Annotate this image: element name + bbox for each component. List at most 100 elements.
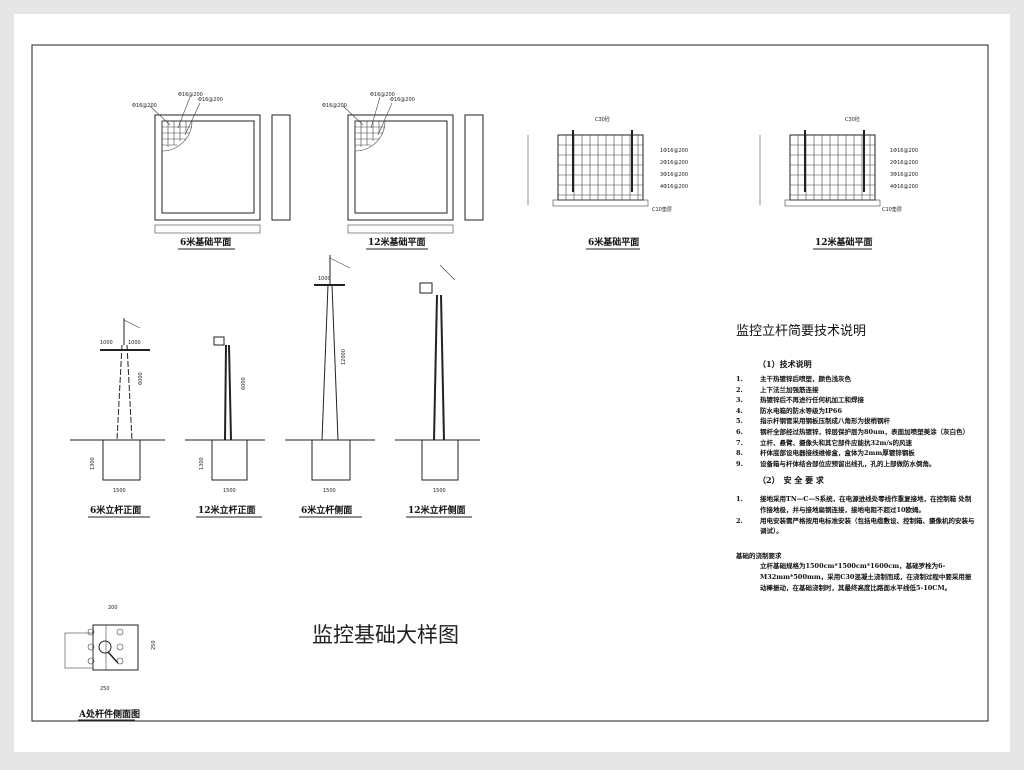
drawing-line xyxy=(107,651,119,664)
drawing-label: A处杆件侧面图 xyxy=(78,708,140,720)
note-text: 5. xyxy=(736,417,743,426)
drawing-sheet: Φ16@200 Φ16@200 Φ16@200 6米基础平面 Φ16@200 Φ… xyxy=(14,14,1010,752)
drawing-label: 3Φ16@200 xyxy=(660,172,688,178)
drawing-line xyxy=(433,294,445,441)
note-item: 1.接地采用TN—C—S系统，在电源进线处零线作重复接地，在控制箱 处制作接地极… xyxy=(736,494,976,515)
note-text: 4. xyxy=(736,406,743,415)
drawing-label: 3Φ16@200 xyxy=(890,172,918,178)
drawing-label: 1Φ16@200 xyxy=(660,148,688,154)
drawing-line xyxy=(154,224,261,234)
drawing-line xyxy=(98,640,112,654)
note-text: 7. xyxy=(736,438,743,447)
note-item: 6. 钢杆全部经过热镀锌，锌层保护层为80um，表面加喷塑美涂（灰白色） xyxy=(736,427,976,438)
drawing-label: 12米基础平面 xyxy=(815,236,873,248)
note-item: 7. 立杆、悬臂、摄像头和其它部件应能抗32m/s的风速 xyxy=(736,438,976,449)
drawing-line xyxy=(271,114,291,221)
note-item: 8.杆体底部设电器接线维修盒，盒体为2mm厚镀锌钢板 xyxy=(736,448,976,459)
drawing-label: Φ16@200 xyxy=(132,103,157,109)
drawing-label: 6000 xyxy=(241,377,247,390)
note-text: 3. xyxy=(736,396,743,405)
drawing-label: 12米立杆侧面 xyxy=(408,504,466,516)
drawing-label: 1000 xyxy=(100,340,113,346)
drawing-label: 1Φ16@200 xyxy=(890,148,918,154)
pole-12m-front: 6000 1300 1500 12米立杆正面 xyxy=(185,336,265,518)
drawing-line xyxy=(552,199,649,207)
section-6m: C30砼 1Φ16@200 2Φ16@200 3Φ16@200 4Φ16@200… xyxy=(527,116,688,250)
note-text: 8. xyxy=(736,449,743,458)
note-text: 主干热镀锌后喷塑，颜色浅灰色 xyxy=(760,375,851,383)
note-text: 热镀锌后不再进行任何机加工和焊接 xyxy=(760,396,864,405)
drawing-label: C30砼 xyxy=(845,116,860,123)
drawing-line xyxy=(162,121,192,147)
drawing-line xyxy=(558,135,643,200)
drawing-line xyxy=(321,284,339,441)
pole-12m-side: 1500 12米立杆侧面 xyxy=(395,264,480,518)
drawing-label: 6米基础平面 xyxy=(588,236,639,248)
note-text: 用电安装需严格按用电标准安装（包括电缆敷设、控制箱、摄像机的安装与调试）。 xyxy=(760,516,975,536)
drawing-label: 1000 xyxy=(128,340,141,346)
drawing-line xyxy=(87,628,95,636)
drawing-label: Φ16@200 xyxy=(198,97,223,103)
drawing-line xyxy=(347,224,454,234)
note-text: 钢杆全部经过热镀锌，锌层保护层为80um，表面加喷塑美涂（灰白色） xyxy=(760,427,970,436)
drawing-line xyxy=(87,643,95,651)
note-text: 1. xyxy=(736,375,743,383)
drawing-line xyxy=(464,114,484,221)
note-text: 指示杆钢管采用钢板压制成八角形为拔梢钢杆 xyxy=(760,417,890,426)
drawing-line xyxy=(439,264,456,281)
drawing-line xyxy=(342,105,364,126)
drawing-label: 6000 xyxy=(138,372,144,385)
note-text: 接地采用TN—C—S系统，在电源进线处零线作重复接地，在控制箱 处制作接地极，并… xyxy=(760,495,972,514)
note-paragraph: 立杆基础规格为1500cm*1500cm*1600cm，基础罗栓为6-M32mm… xyxy=(760,562,972,592)
note-text: 上下法兰加强筋连接 xyxy=(760,385,819,394)
drawing-line xyxy=(224,344,232,441)
drawing-line xyxy=(347,114,454,221)
cad-drawing: Φ16@200 Φ16@200 Φ16@200 6米基础平面 Φ16@200 Φ… xyxy=(31,44,989,722)
note-text: 设备箱与杆体结合部位应预留出线孔，孔的上部做防水倒角。 xyxy=(760,459,936,468)
drawing-line xyxy=(213,336,225,346)
section-heading: 基础的浇制要求 xyxy=(736,551,782,560)
drawing-label: 12000 xyxy=(341,349,347,365)
drawing-label: Φ16@200 xyxy=(370,92,395,98)
drawing-line xyxy=(177,96,191,129)
drawing-label: Φ16@200 xyxy=(390,97,415,103)
main-title: 监控基础大样图 xyxy=(312,623,459,647)
drawing-label: 1300 xyxy=(199,457,205,470)
drawing-label: 250 xyxy=(151,640,157,650)
drawing-label: C10垫层 xyxy=(882,206,902,213)
drawing-line xyxy=(370,96,381,129)
drawing-line xyxy=(784,199,881,207)
drawing-line xyxy=(184,102,201,136)
drawing-line xyxy=(92,624,139,671)
drawing-line xyxy=(116,344,133,441)
note-item: 4. 防水电箱的防水等级为IP66 xyxy=(736,406,976,417)
drawing-line xyxy=(87,657,95,665)
drawing-label: 2Φ16@200 xyxy=(660,160,688,166)
drawing-line xyxy=(419,282,433,294)
note-text: 防水电箱的防水等级为IP66 xyxy=(760,406,842,415)
note-text: 9. xyxy=(736,459,743,468)
drawing-line xyxy=(421,439,459,481)
drawing-label: C30砼 xyxy=(595,116,610,123)
plan-12m: Φ16@200 Φ16@200 Φ16@200 12米基础平面 xyxy=(322,92,484,250)
note-text: 立杆、悬臂、摄像头和其它部件应能抗32m/s的风速 xyxy=(760,438,912,447)
note-item: 1. 主干热镀锌后喷塑，颜色浅灰色 xyxy=(736,374,976,385)
drawing-label: 1000 xyxy=(318,276,331,282)
drawing-line xyxy=(154,114,261,221)
drawing-line xyxy=(123,319,141,329)
note-text: 6. xyxy=(736,427,743,436)
drawing-label: 1500 xyxy=(113,488,126,494)
drawing-line xyxy=(790,135,875,200)
section-12m: C30砼 1Φ16@200 2Φ16@200 3Φ16@200 4Φ16@200… xyxy=(759,116,918,250)
drawing-label: 1500 xyxy=(323,488,336,494)
drawing-line xyxy=(161,120,255,214)
drawing-line xyxy=(149,105,171,126)
drawing-label: Φ16@200 xyxy=(178,92,203,98)
drawing-line xyxy=(116,628,124,636)
drawing-label: 6米立杆正面 xyxy=(90,504,141,516)
drawing-line xyxy=(211,439,248,481)
drawing-label: 12米立杆正面 xyxy=(198,504,256,516)
drawing-line xyxy=(116,657,124,665)
drawing-label: 1500 xyxy=(433,488,446,494)
drawing-label: 4Φ16@200 xyxy=(660,184,688,190)
